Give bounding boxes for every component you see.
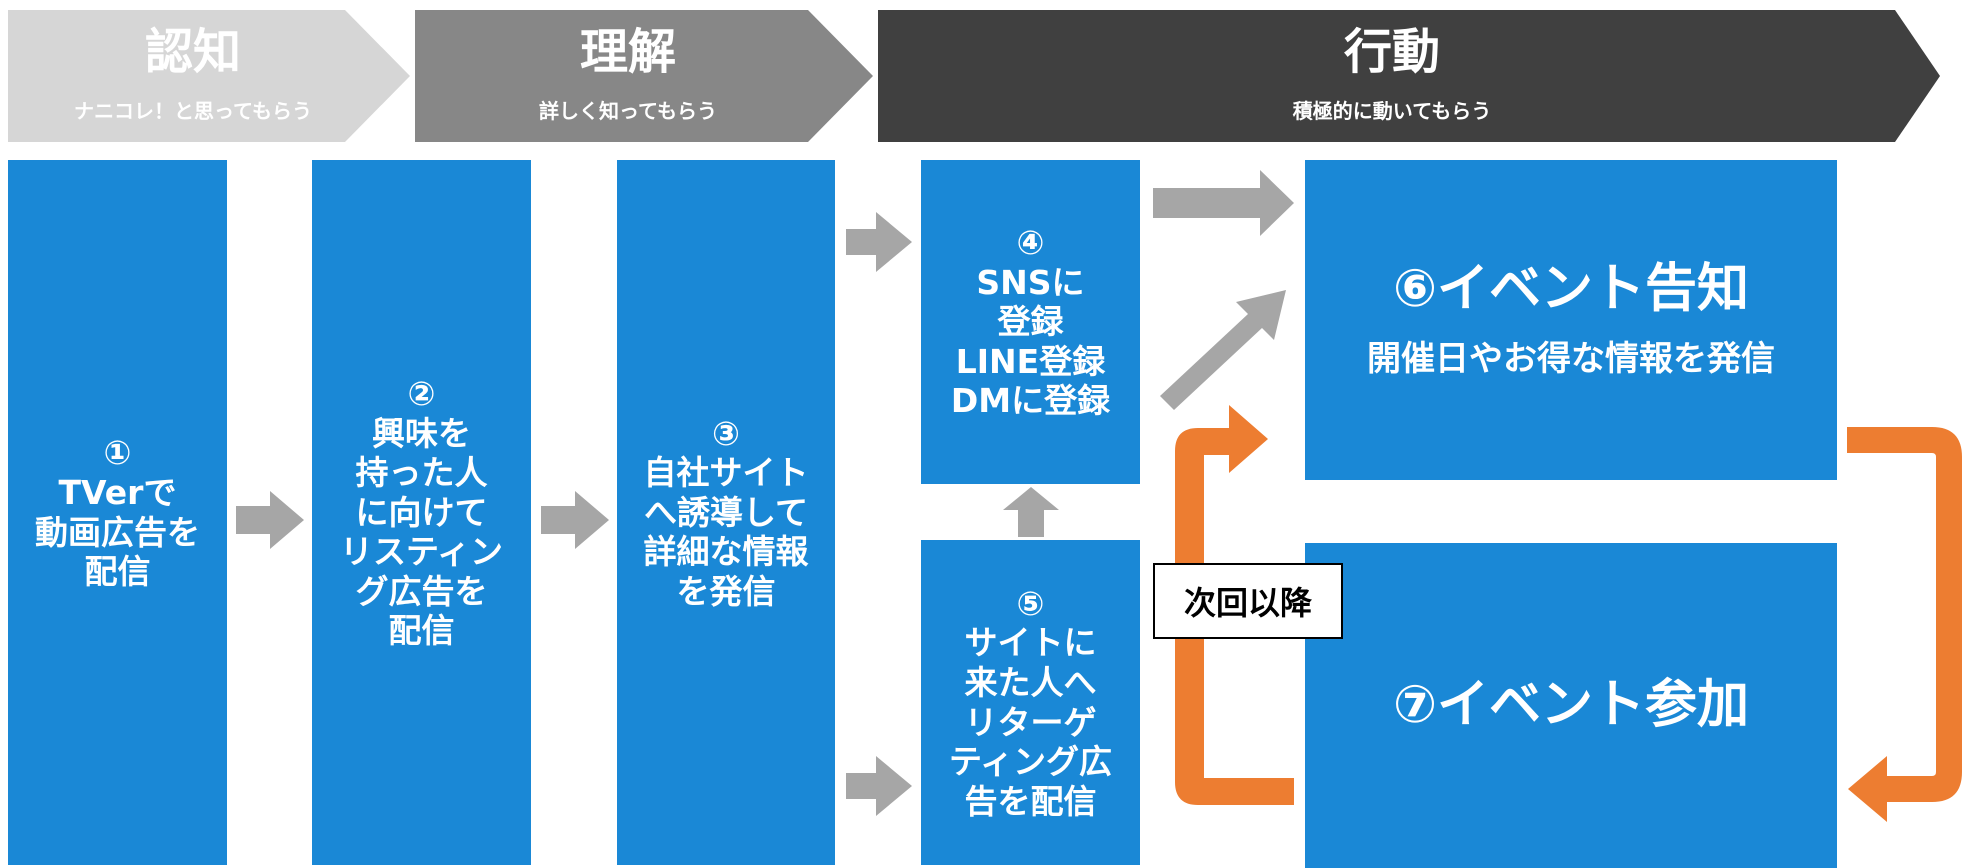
step-7-box: ⑦イベント参加	[1305, 543, 1837, 868]
step-6-content: ⑥イベント告知 開催日やお得な情報を発信	[1367, 241, 1775, 399]
phase-subtitle-3: 積極的に動いてもらう	[1293, 99, 1491, 123]
step-6-box: ⑥イベント告知 開催日やお得な情報を発信	[1305, 160, 1837, 480]
step-1-box: ① TVerで 動画広告を 配信	[8, 160, 227, 865]
step-2-box: ② 興味を 持った人 に向けて リスティン グ広告を 配信	[312, 160, 531, 865]
step-6-title: ⑥イベント告知	[1392, 259, 1750, 320]
arrow-2-to-3	[541, 491, 609, 549]
step-2-text: ② 興味を 持った人 に向けて リスティン グ広告を 配信	[339, 373, 504, 651]
step-5-box: ⑤ サイトに 来た人へ リターゲ ティング広 告を配信	[921, 540, 1140, 865]
loop-arrow-right	[1847, 427, 1962, 822]
phase-subtitle-1: ナニコレ！と思ってもらう	[74, 99, 312, 123]
phase-subtitle-2: 詳しく知ってもらう	[539, 99, 717, 123]
step-1-text: ① TVerで 動画広告を 配信	[35, 433, 200, 592]
step-4-text: ④ SNSに 登録 LINE登録 DMに登録	[950, 223, 1111, 421]
step-5-text: ⑤ サイトに 来た人へ リターゲ ティング広 告を配信	[948, 583, 1113, 821]
arrow-4-to-6-top	[1153, 170, 1294, 236]
phase-title-1: 認知	[145, 24, 241, 80]
loop-label: 次回以降	[1153, 563, 1343, 639]
phase-chevron-3	[878, 10, 1940, 142]
phase-chevron-2	[415, 10, 873, 142]
step-7-title: ⑦イベント参加	[1392, 674, 1750, 735]
phase-chevron-1	[8, 10, 410, 142]
step-3-text: ③ 自社サイト へ誘導して 詳細な情報 を発信	[643, 413, 809, 611]
arrow-1-to-2	[236, 491, 304, 549]
phase-title-3: 行動	[1344, 24, 1440, 80]
arrow-5-to-4	[1003, 487, 1059, 537]
step-4-box: ④ SNSに 登録 LINE登録 DMに登録	[921, 160, 1140, 484]
step-3-box: ③ 自社サイト へ誘導して 詳細な情報 を発信	[617, 160, 835, 865]
arrow-3-to-4	[846, 212, 912, 272]
step-6-subtitle: 開催日やお得な情報を発信	[1367, 339, 1775, 380]
arrow-4-to-6-diagonal	[1160, 290, 1286, 410]
arrow-3-to-5	[846, 756, 912, 816]
phase-title-2: 理解	[580, 24, 676, 80]
